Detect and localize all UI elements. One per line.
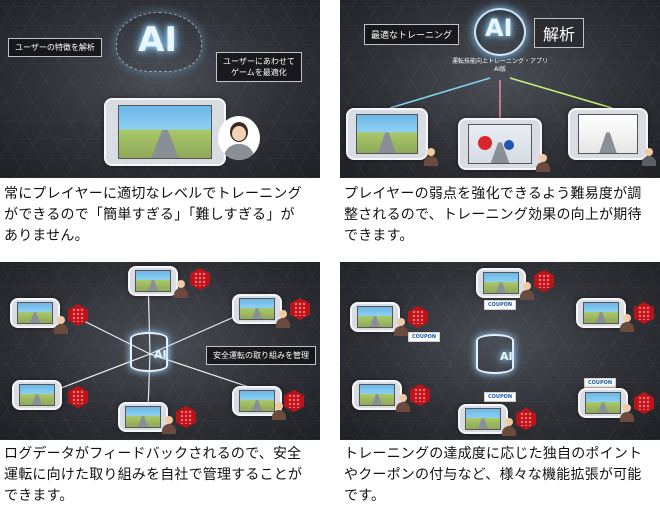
optimize-label-line2: ゲームを最適化 (231, 68, 287, 77)
panel-log-feedback: AI 安全運転の取り組みを管理 (0, 262, 320, 440)
hexagon-data-icon (290, 298, 310, 320)
caption-1-line3: ありません。 (4, 228, 89, 244)
player-avatar-center (536, 154, 550, 172)
coupon-badge: COUPON (484, 392, 517, 402)
phone-right (568, 108, 648, 160)
app-name-line2: AI版 (494, 66, 506, 73)
hexagon-data-icon (190, 268, 210, 290)
caption-3-line1: ログデータがフィードバックされるので、安全 (4, 446, 302, 462)
panel-ai-user-analysis: ユーザーの特徴を解析 AI ユーザーにあわせて ゲームを最適化 (0, 0, 320, 178)
panel-points-coupons: COUPON COUPON AI COUPON COUPON (340, 262, 660, 440)
app-name-line1: 運転技能向上トレーニング・アプリ (451, 58, 548, 65)
player-avatar (174, 280, 188, 298)
hexagon-data-icon (284, 390, 304, 412)
caption-4-line2: やクーポンの付与など、様々な機能拡張が可能 (344, 467, 642, 483)
ai-logo-text: AI (138, 20, 177, 60)
hexagon-data-icon (68, 386, 88, 408)
phone-bottom-center (118, 402, 168, 432)
user-features-label: ユーザーの特徴を解析 (8, 38, 102, 57)
player-avatar (396, 394, 410, 412)
hexagon-data-icon (634, 392, 654, 414)
optimize-label: ユーザーにあわせて ゲームを最適化 (216, 52, 302, 82)
database-icon (476, 334, 514, 374)
caption-4-line3: です。 (344, 488, 386, 504)
ai-logo-text: AI (500, 350, 513, 363)
caption-3: ログデータがフィードバックされるので、安全 運転に向けた取り組みを自社で管理する… (4, 444, 324, 507)
ai-logo-text: AI (154, 348, 167, 361)
player-avatar (620, 404, 634, 422)
caption-1: 常にプレイヤーに適切なレベルでトレーニング ができるので「簡単すぎる」「難しすぎ… (4, 184, 324, 247)
hexagon-data-icon (534, 270, 554, 292)
caption-1-line2: ができるので「簡単すぎる」「難しすぎる」が (4, 207, 295, 223)
player-avatar (276, 310, 290, 328)
phone-left-bottom (12, 380, 62, 410)
optimal-training-label: 最適なトレーニング (364, 24, 460, 45)
coupon-badge: COUPON (584, 378, 617, 388)
phone-right-top (232, 294, 282, 324)
score-badge-icon (504, 140, 514, 150)
database-icon (130, 332, 168, 372)
hexagon-data-icon (410, 384, 430, 406)
ai-logo-text: AI (485, 14, 513, 42)
phone-left-top (350, 302, 400, 332)
caption-2-line2: 整されるので、トレーニング効果の向上が期待 (344, 207, 642, 223)
player-avatar-right (642, 148, 656, 166)
connection-lines (389, 77, 613, 118)
player-avatar (502, 418, 516, 436)
caption-1-line1: 常にプレイヤーに適切なレベルでトレーニング (4, 186, 302, 202)
app-name-label: 運転技能向上トレーニング・アプリ AI版 (340, 58, 660, 74)
player-avatar (272, 402, 286, 420)
player-avatar (394, 318, 408, 336)
phone-left-bottom (352, 380, 402, 410)
phone-left-top (10, 298, 60, 328)
optimize-label-line1: ユーザーにあわせて (223, 57, 295, 66)
caption-2-line3: できます。 (344, 228, 414, 244)
brain-icon (116, 12, 202, 72)
safety-management-label: 安全運転の取り組みを管理 (206, 346, 316, 365)
hexagon-data-icon (634, 302, 654, 324)
caption-2: プレイヤーの弱点を強化できるよう難易度が調 整されるので、トレーニング効果の向上… (344, 184, 660, 247)
hexagon-data-icon (176, 406, 196, 428)
user-avatar (218, 116, 260, 160)
phone-right-top (576, 298, 626, 328)
caption-3-line2: 運転に向けた取り組みを自社で管理することが (4, 467, 303, 483)
caption-4-line1: トレーニングの達成度に応じた独自のポイント (344, 446, 643, 462)
phone-left (346, 108, 428, 160)
player-avatar-left (424, 148, 438, 166)
phone-top-center (128, 266, 178, 296)
caption-3-line3: できます。 (4, 488, 74, 504)
player-avatar (520, 282, 534, 300)
phone-center (458, 118, 542, 170)
score-badge-icon (478, 136, 492, 150)
player-avatar (54, 316, 68, 334)
coupon-badge: COUPON (484, 300, 517, 310)
hexagon-data-icon (408, 306, 428, 328)
caption-2-line1: プレイヤーの弱点を強化できるよう難易度が調 (344, 186, 642, 202)
hexagon-data-icon (516, 408, 536, 430)
panel-ai-training-analysis: 最適なトレーニング AI 解析 運転技能向上トレーニング・アプリ AI版 (340, 0, 660, 178)
player-avatar (162, 416, 176, 434)
game-screen (117, 105, 213, 159)
phone-right-bottom (578, 388, 628, 418)
phone-top-center (476, 268, 526, 298)
player-avatar (620, 314, 634, 332)
phone-game-screen (104, 98, 226, 166)
phone-bottom-center (458, 404, 508, 434)
analysis-label: 解析 (534, 18, 585, 48)
caption-4: トレーニングの達成度に応じた独自のポイント やクーポンの付与など、様々な機能拡張… (344, 444, 660, 507)
coupon-badge: COUPON (408, 332, 441, 342)
ai-circle-icon (474, 8, 526, 56)
hexagon-data-icon (68, 304, 88, 326)
